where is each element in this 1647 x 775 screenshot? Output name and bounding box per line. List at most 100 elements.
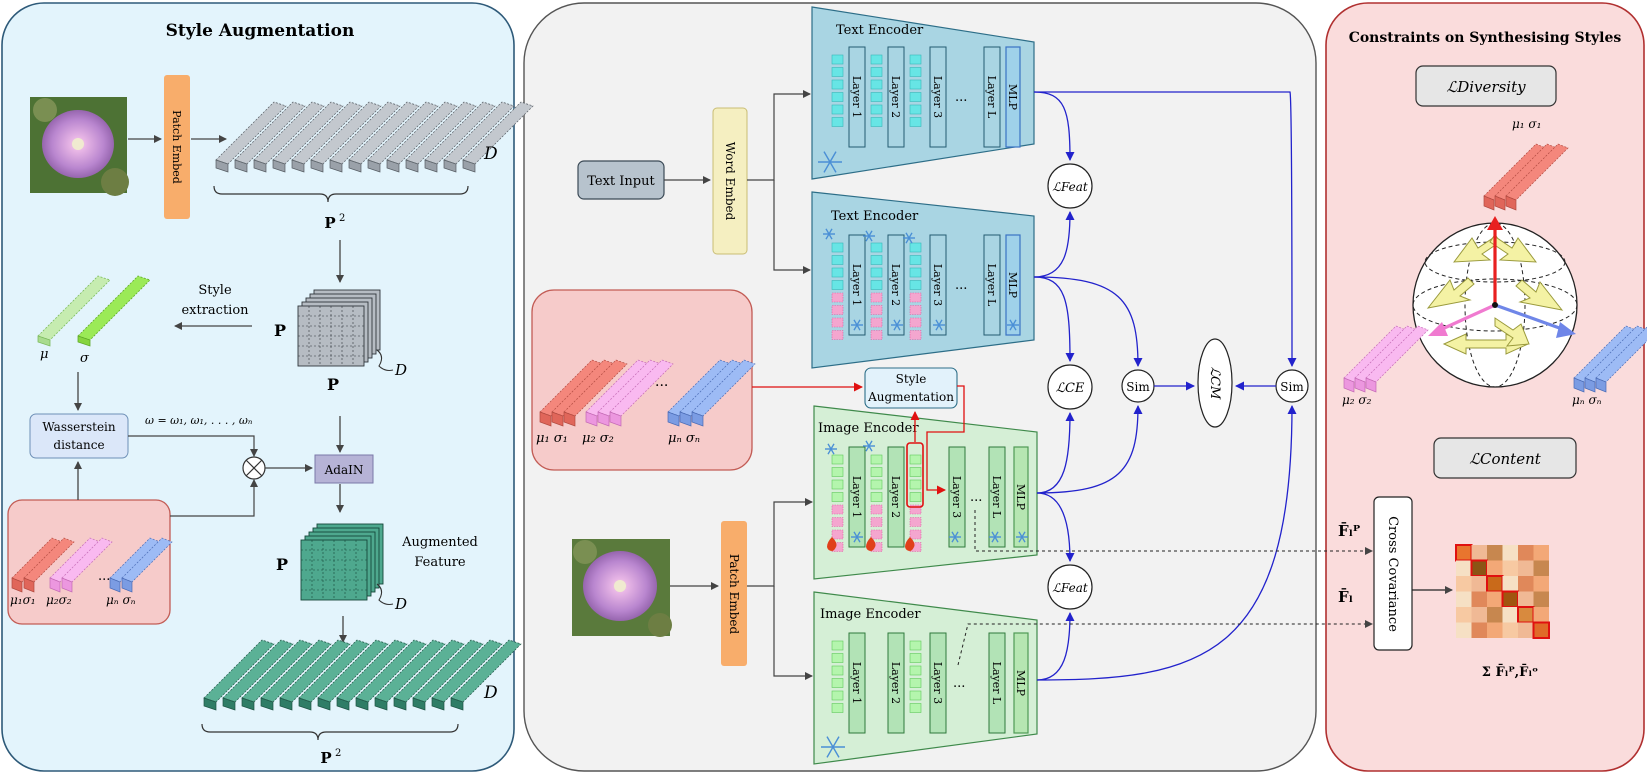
- flame-icon: [905, 537, 915, 551]
- snowflake-icon-arm: [1009, 319, 1017, 331]
- style-bar-mid-2-side: [585, 411, 598, 427]
- prompt-token: [909, 317, 922, 328]
- prompt-token: [831, 678, 844, 688]
- loss-feat-bottom-label: ℒFeat: [1052, 581, 1088, 595]
- teal-token: [355, 639, 427, 703]
- grey-patch-tokens: [215, 101, 534, 173]
- mu-label: μ: [40, 347, 48, 362]
- prompt-token: [870, 330, 883, 340]
- style-bar-left-1-side: [23, 577, 35, 593]
- snowflake-icon-arm: [826, 736, 840, 758]
- right-style-1: μ₁ σ₁: [1512, 117, 1541, 131]
- prompt-token: [909, 67, 922, 77]
- prompt-token: [909, 454, 922, 465]
- encoder-layer-block: [887, 446, 905, 548]
- style-bar-right-1-side: [1483, 195, 1495, 211]
- encoder-layer-label: Layer 3: [931, 76, 944, 118]
- prompt-token: [831, 703, 844, 713]
- grey-token-side: [462, 159, 476, 173]
- text-encoder-label-2: Text Encoder: [831, 209, 919, 224]
- snowflake-icon: [903, 232, 915, 244]
- mlp-block: [1013, 632, 1029, 734]
- covariance-cell: [1471, 622, 1487, 638]
- dotted-f-link: [957, 620, 1373, 666]
- style-extraction-label-1: Style: [198, 283, 232, 298]
- encoder-layer-label: Layer 1: [850, 76, 863, 118]
- brace-p2-bottom: [201, 723, 459, 741]
- grey-token: [424, 101, 496, 165]
- flame-icon: [827, 537, 837, 551]
- f-p-label: F̄ₗᴾ: [1338, 521, 1360, 540]
- snowflake-icon: [949, 531, 961, 543]
- prompt-token: [831, 92, 844, 102]
- layer-ellipsis: ...: [970, 490, 982, 505]
- left-style-n: μₙ σₙ: [106, 593, 136, 607]
- word-embed-box: [712, 107, 748, 255]
- teal-token-side: [241, 697, 255, 711]
- snowflake-icon-arm: [827, 443, 835, 455]
- grey-token: [272, 101, 344, 165]
- style-bar-mid-3-side: [679, 411, 692, 427]
- blue-connections: [1033, 91, 1297, 681]
- covariance-cell: [1502, 560, 1518, 576]
- mid-style-ellipsis: ...: [655, 374, 668, 390]
- covariance-cell: [1471, 576, 1487, 592]
- covariance-cell: [1533, 560, 1549, 576]
- prompt-token: [831, 54, 844, 65]
- encoder-layer-block: [848, 46, 866, 148]
- grey-token-side: [310, 159, 324, 173]
- prompt-token: [909, 517, 922, 527]
- teal-token-side: [412, 697, 426, 711]
- teal-token-side: [374, 697, 388, 711]
- grey-token: [291, 101, 363, 165]
- mlp-label: MLP: [1006, 272, 1019, 299]
- covariance-cell: [1471, 591, 1487, 607]
- snowflake-icon-arm: [951, 531, 959, 543]
- style-bar-right-2-side: [1354, 377, 1366, 393]
- covariance-cell: [1518, 591, 1534, 607]
- covariance-cell: [1532, 621, 1550, 639]
- loss-feat-bottom: [1047, 564, 1093, 610]
- l-content-label: ℒContent: [1469, 450, 1542, 468]
- grey-token: [310, 101, 382, 165]
- loss-cm-label: ℒCM: [1207, 367, 1222, 400]
- prompt-token: [909, 678, 922, 688]
- layer-ellipsis: ...: [955, 90, 967, 105]
- dotted-fp-link: [974, 510, 1373, 555]
- patch-embed-label-middle: Patch Embed: [727, 554, 741, 635]
- teal-token-side: [203, 697, 217, 711]
- prompt-token: [831, 454, 844, 465]
- encoder-layer-block: [929, 46, 947, 148]
- covariance-matrix: [1455, 544, 1550, 639]
- prompt-token: [870, 54, 883, 65]
- prompt-token: [831, 117, 844, 127]
- encoder-layer-block: [988, 632, 1006, 734]
- omega-label: ω = ω₁, ω₁, . . . , ωₙ: [145, 414, 252, 427]
- style-bar-right-1-side: [1505, 195, 1517, 211]
- style-bar-left-2-side: [61, 577, 73, 593]
- grey-token-side: [234, 159, 248, 173]
- encoder-layer-block: [988, 446, 1006, 548]
- covariance-cell: [1487, 591, 1503, 607]
- grey-token-side: [405, 159, 419, 173]
- cross-covariance-box: [1373, 496, 1413, 651]
- left-style-1: μ₁σ₁: [10, 593, 36, 607]
- prompt-token: [909, 280, 922, 290]
- teal-token: [222, 639, 294, 703]
- mid-style-1: μ₁ σ₁: [536, 431, 568, 446]
- left-style-ellipsis: ...: [98, 569, 110, 584]
- patch-embed-label: Patch Embed: [170, 110, 183, 184]
- encoder-layer-label: Layer 1: [850, 662, 863, 704]
- prompt-token: [870, 454, 883, 465]
- mid-style-2: μ₂ σ₂: [582, 431, 614, 446]
- prompt-token: [909, 467, 922, 477]
- adain-label: AdaIN: [324, 463, 364, 477]
- covariance-cell: [1502, 607, 1518, 623]
- teal-patch-tokens: [203, 639, 522, 711]
- prompt-token: [870, 67, 883, 77]
- snowflake-icon: [851, 319, 863, 331]
- prompt-token: [831, 242, 844, 253]
- d-label: D: [483, 144, 498, 164]
- style-bar-mid-2-side: [597, 411, 610, 427]
- style-bar-mid-1-side: [563, 411, 576, 427]
